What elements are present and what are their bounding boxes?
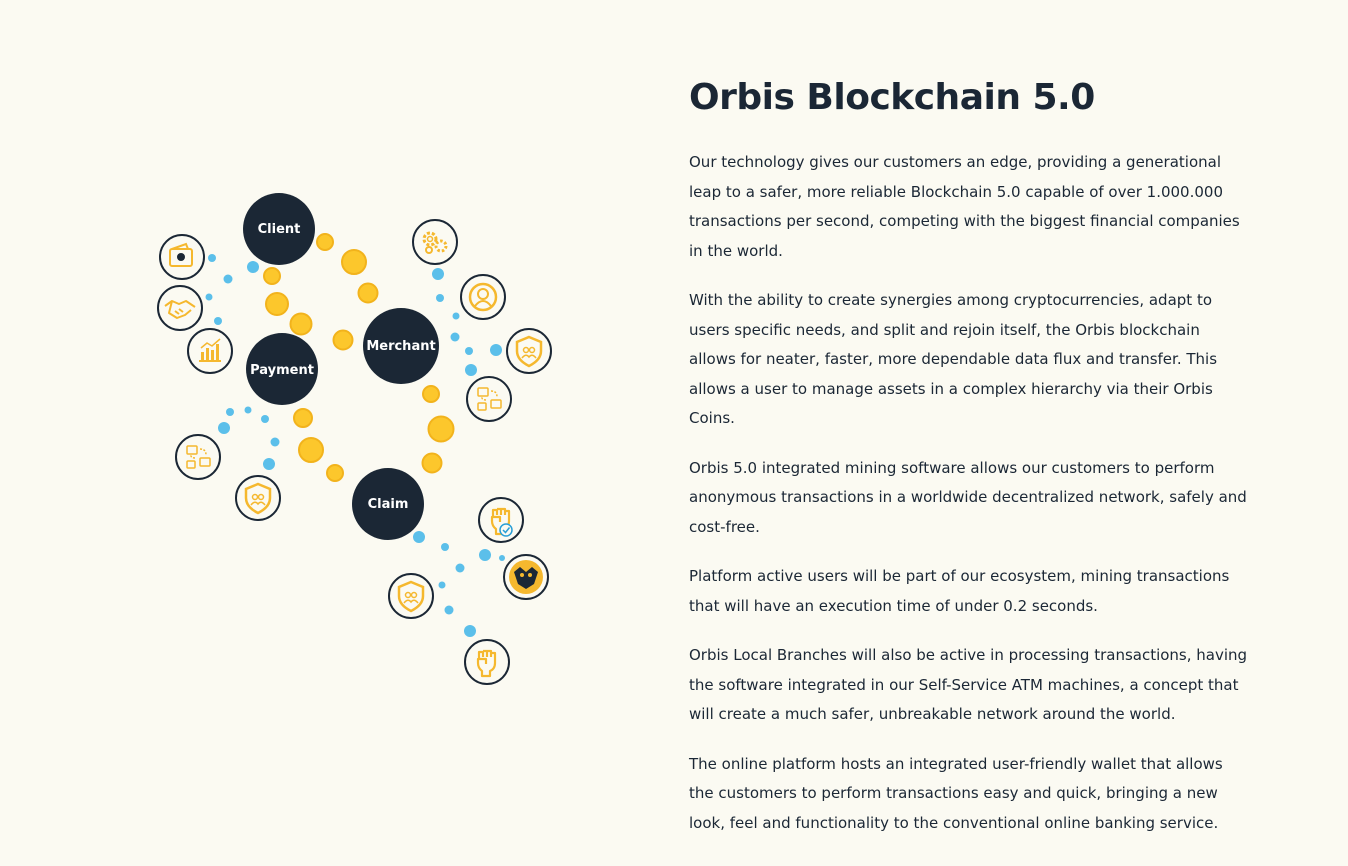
shield-users-icon xyxy=(235,475,281,521)
paragraph: With the ability to create synergies amo… xyxy=(689,291,1218,427)
article: Orbis Blockchain 5.0 Our technology give… xyxy=(689,70,1249,858)
node-client: Client xyxy=(243,193,315,265)
node-claim: Claim xyxy=(352,468,424,540)
node-client-label: Client xyxy=(258,222,301,237)
handshake-icon xyxy=(157,285,203,331)
coins xyxy=(263,233,455,482)
paragraph: Platform active users will be part of ou… xyxy=(689,567,1230,615)
paragraph: The online platform hosts an integrated … xyxy=(689,754,1223,832)
paragraph: Orbis 5.0 integrated mining software all… xyxy=(689,458,1247,536)
fist-icon xyxy=(464,639,510,685)
node-merchant: Merchant xyxy=(363,308,439,384)
paragraph: Orbis Local Branches will also be active… xyxy=(689,646,1248,723)
blockchain-diagram: Client Merchant Payment Claim xyxy=(157,193,552,685)
connector-dots xyxy=(205,254,505,637)
shield-users-icon xyxy=(506,328,552,374)
shield-users-icon xyxy=(388,573,434,619)
node-claim-label: Claim xyxy=(368,497,409,512)
node-merchant-label: Merchant xyxy=(366,339,435,354)
bar-chart-icon xyxy=(187,328,233,374)
node-payment-label: Payment xyxy=(250,363,314,378)
page-title: Orbis Blockchain 5.0 xyxy=(689,77,1095,118)
wallets-exchange-icon xyxy=(466,376,512,422)
gears-icon xyxy=(412,219,458,265)
fist-check-icon xyxy=(478,497,524,543)
wallet-icon xyxy=(159,234,205,280)
node-payment: Payment xyxy=(246,333,318,405)
owl-logo-icon xyxy=(503,554,549,600)
paragraph: Our technology gives our customers an ed… xyxy=(689,153,1240,260)
wallets-exchange-icon xyxy=(175,434,221,480)
user-icon xyxy=(460,274,506,320)
